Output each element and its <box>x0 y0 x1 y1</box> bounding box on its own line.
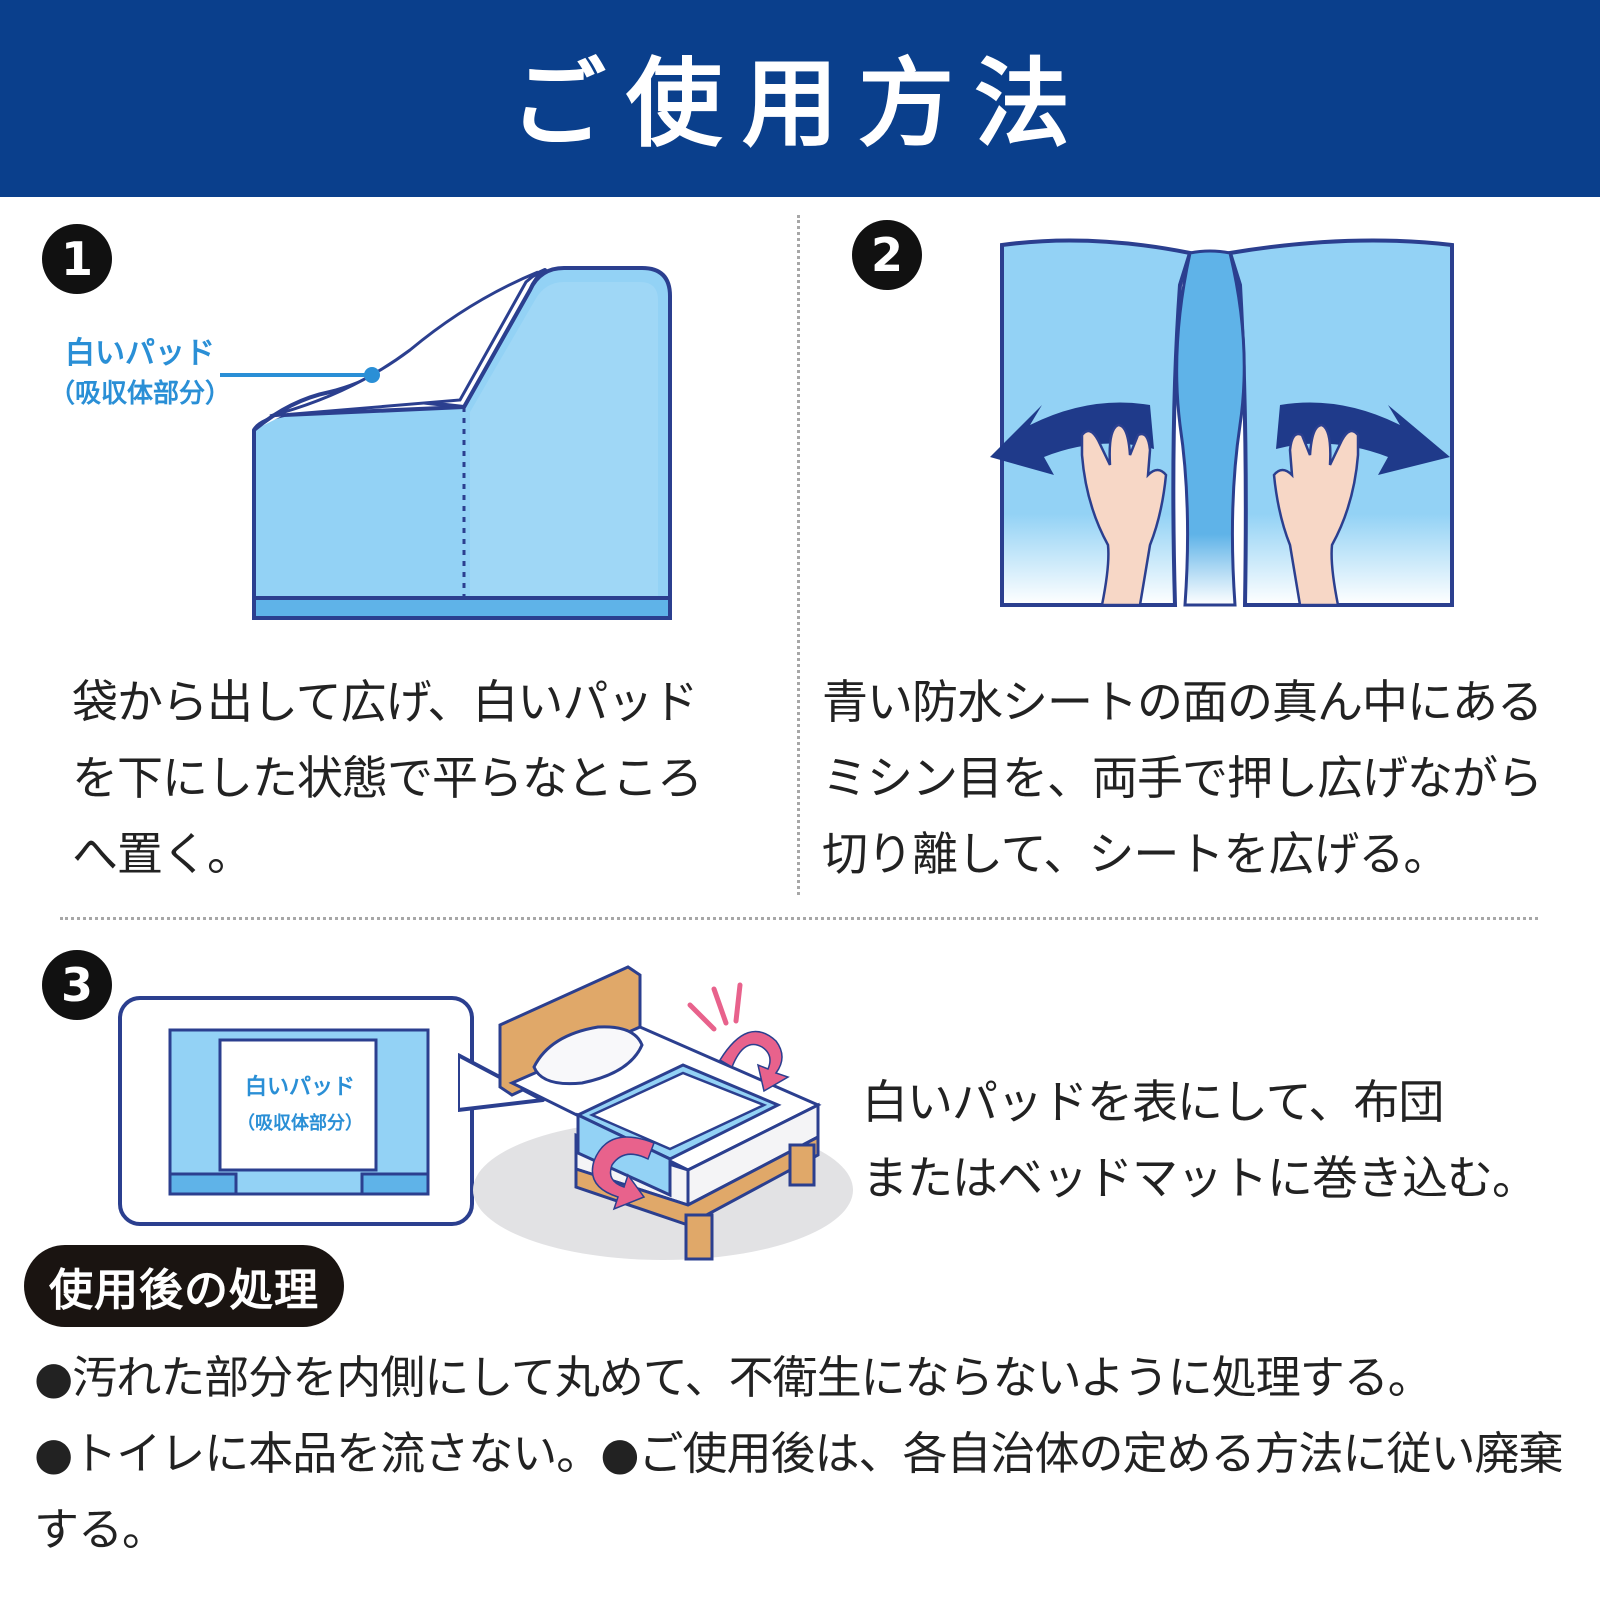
horizontal-divider <box>60 917 1538 920</box>
step-2-illustration <box>990 238 1454 607</box>
step-2-text: 青い防水シートの面の真ん中にある ミシン目を、両手で押し広げながら 切り離して、… <box>822 664 1582 892</box>
step-1-text: 袋から出して広げ、白いパッド を下にした状態で平らなところ へ置く。 <box>72 664 772 892</box>
disposal-line-2: ●トイレに本品を流さない。●ご使用後は、各自治体の定める方法に従い廃棄する。 <box>34 1416 1584 1568</box>
disposal-item-1: ●汚れた部分を内側にして丸めて、不衛生にならないように処理する。 <box>34 1351 1433 1404</box>
vertical-divider <box>797 215 800 895</box>
step-3-line-1: 白いパッドを表にして、布団 <box>862 1075 1444 1129</box>
pad-label-line2: （吸収体部分） <box>237 1113 363 1134</box>
step-2-line-1: 青い防水シートの面の真ん中にある <box>822 675 1543 729</box>
page-title: ご使用方法 <box>510 48 1090 160</box>
hand-icon <box>1080 423 1168 607</box>
step-1-number: 1 <box>42 224 112 294</box>
step-2-line-3: 切り離して、シートを広げる。 <box>822 827 1449 881</box>
sheet-top-view <box>168 1028 430 1196</box>
disposal-item-3: ●ご使用後は、各自治体の定める方法に従い廃棄する。 <box>34 1427 1564 1556</box>
arrow-left-icon <box>990 402 1154 475</box>
step-1-illustration <box>220 266 672 620</box>
step-2-number: 2 <box>852 220 922 290</box>
disposal-title: 使用後の処理 <box>49 1265 319 1316</box>
step-1-line-2: を下にした状態で平らなところ <box>72 751 703 805</box>
pad-label-line1: 白いパッド <box>244 1075 355 1100</box>
curl-arrow-icon <box>718 1030 790 1093</box>
disposal-badge: 使用後の処理 <box>24 1245 344 1327</box>
disposal-item-2: ●トイレに本品を流さない。 <box>34 1427 601 1480</box>
step-3-line-2: またはベッドマットに巻き込む。 <box>862 1151 1538 1205</box>
step-1-pad-label: 白いパッド （吸収体部分） <box>45 334 235 414</box>
disposal-text: ●汚れた部分を内側にして丸めて、不衛生にならないように処理する。 ●トイレに本品… <box>34 1340 1584 1568</box>
step-3-callout: 白いパッド （吸収体部分） <box>118 996 474 1226</box>
pad-label-line2: （吸収体部分） <box>48 379 231 409</box>
page-header: ご使用方法 <box>0 0 1600 197</box>
bed-icon <box>458 965 853 1261</box>
step-3-text: 白いパッドを表にして、布団 またはベッドマットに巻き込む。 <box>862 1064 1582 1216</box>
arrow-right-icon <box>1276 402 1450 475</box>
step-1-line-3: へ置く。 <box>72 827 253 881</box>
step-3-pad-label: 白いパッド （吸収体部分） <box>222 1070 378 1142</box>
pad-label-line1: 白いパッド <box>65 336 215 371</box>
step-2-line-2: ミシン目を、両手で押し広げながら <box>822 751 1543 805</box>
curl-arrow-icon <box>591 1136 655 1211</box>
hand-icon <box>1272 423 1360 607</box>
step-1-line-1: 袋から出して広げ、白いパッド <box>72 675 698 729</box>
step-3-number: 3 <box>42 950 112 1020</box>
